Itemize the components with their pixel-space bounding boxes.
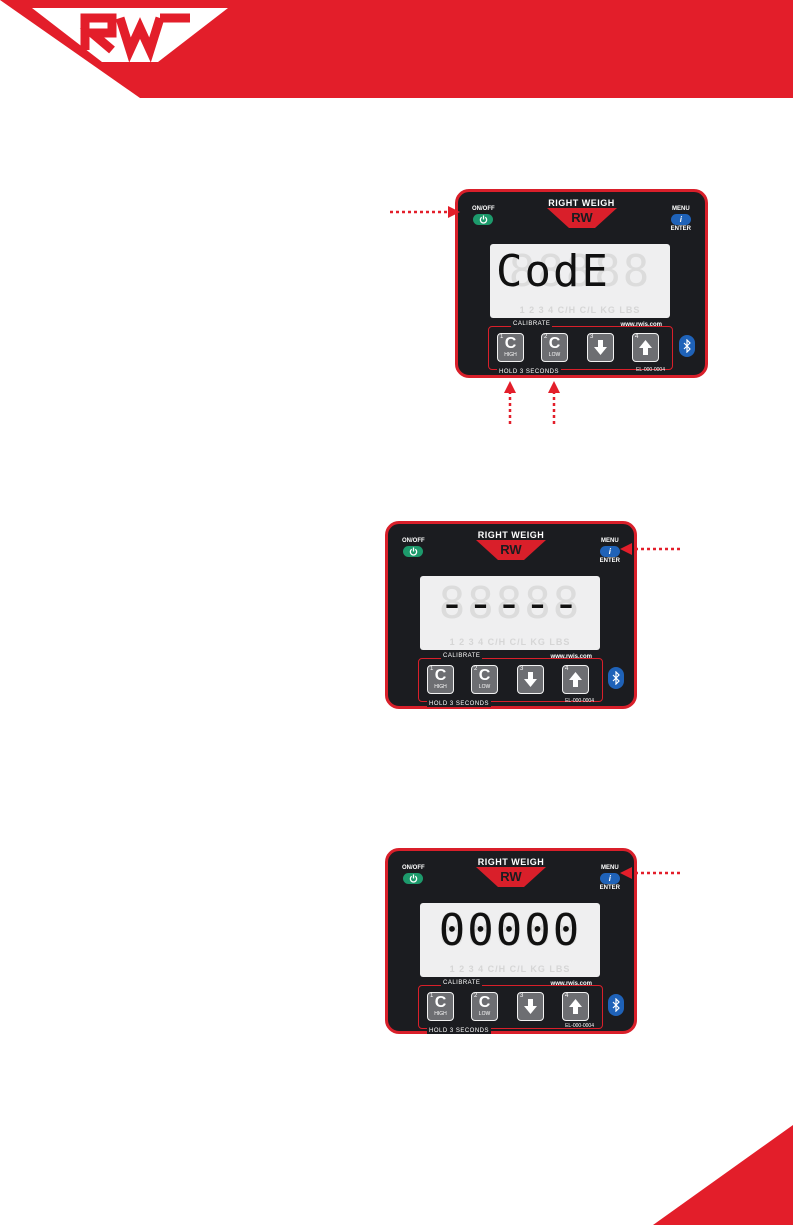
menu-control[interactable]: MENU i ENTER	[671, 206, 691, 233]
power-icon	[479, 215, 488, 224]
up-button[interactable]: 4	[562, 665, 589, 694]
website-text: www.rwis.com	[550, 654, 592, 660]
power-icon	[409, 547, 418, 556]
bluetooth-icon	[608, 667, 624, 689]
down-button[interactable]: 3	[587, 333, 614, 362]
arrow-down-icon	[594, 340, 607, 355]
hold-label: HOLD 3 SECONDS	[427, 1028, 492, 1034]
menu-button[interactable]: i	[599, 546, 620, 557]
corner-accent	[653, 1125, 793, 1225]
calibrate-label: CALIBRATE	[441, 653, 483, 659]
lcd-ghost-digits: 88888	[508, 246, 652, 297]
scale-panel: ON/OFF RIGHT WEIGH RW MENU i ENTER 88888…	[385, 848, 637, 1034]
enter-label: ENTER	[670, 226, 691, 232]
lcd-reading: -----	[438, 578, 582, 629]
svg-text:RW: RW	[500, 542, 522, 557]
lcd-indicators: 1 2 3 4 C/H C/L KG LBS	[449, 964, 571, 974]
down-button[interactable]: 3	[517, 992, 544, 1021]
lcd-display: 88888 CodE 1 2 3 4 C/H C/L KG LBS	[490, 244, 670, 318]
up-button[interactable]: 4	[562, 992, 589, 1021]
brand-logo: RIGHT WEIGH RW	[451, 530, 571, 560]
down-button[interactable]: 3	[517, 665, 544, 694]
onoff-label: ON/OFF	[472, 206, 495, 212]
header-banner	[0, 0, 793, 98]
part-code: EL-000-0004	[565, 698, 594, 704]
bluetooth-icon	[679, 335, 695, 357]
callout-arrow-cal-high	[504, 381, 516, 424]
onoff-control[interactable]: ON/OFF	[402, 538, 425, 558]
lcd-ghost-digits: 88888	[438, 578, 582, 629]
website-text: www.rwis.com	[550, 981, 592, 987]
lcd-indicators: 1 2 3 4 C/H C/L KG LBS	[519, 305, 641, 315]
arrow-up-icon	[569, 672, 582, 687]
callout-arrow-cal-low	[548, 381, 560, 424]
onoff-label: ON/OFF	[402, 538, 425, 544]
lcd-display: 88888 00000 1 2 3 4 C/H C/L KG LBS	[420, 903, 600, 977]
rw-logo-icon: RW	[476, 867, 546, 887]
info-icon: i	[608, 874, 611, 883]
menu-button[interactable]: i	[599, 873, 620, 884]
brand-logo: RIGHT WEIGH RW	[451, 857, 571, 887]
callout-arrow-menu	[620, 543, 680, 555]
power-icon	[409, 874, 418, 883]
menu-label: MENU	[600, 538, 619, 544]
brand-name: RIGHT WEIGH	[477, 857, 545, 867]
scale-panel: ON/OFF RIGHT WEIGH RW MENU i ENTER 88888…	[385, 521, 637, 709]
hold-label: HOLD 3 SECONDS	[427, 701, 492, 707]
menu-control[interactable]: MENU i ENTER	[600, 865, 620, 892]
menu-label: MENU	[671, 206, 690, 212]
menu-control[interactable]: MENU i ENTER	[600, 538, 620, 565]
menu-label: MENU	[600, 865, 619, 871]
svg-text:RW: RW	[500, 869, 522, 884]
power-button[interactable]	[473, 214, 494, 225]
lcd-display: 88888 ----- 1 2 3 4 C/H C/L KG LBS	[420, 576, 600, 650]
onoff-control[interactable]: ON/OFF	[472, 206, 495, 226]
lcd-ghost-digits: 88888	[438, 905, 582, 956]
rw-logo-icon: RW	[546, 208, 617, 228]
scale-panel: ON/OFF RIGHT WEIGH RW MENU i ENTER 88888…	[455, 189, 708, 378]
website-text: www.rwis.com	[620, 322, 662, 328]
up-button[interactable]: 4	[632, 333, 659, 362]
enter-label: ENTER	[599, 885, 620, 891]
brand-name: RIGHT WEIGH	[548, 198, 615, 208]
onoff-label: ON/OFF	[402, 865, 425, 871]
part-code: EL-000-0004	[636, 367, 665, 373]
arrow-down-icon	[524, 672, 537, 687]
menu-button[interactable]: i	[670, 214, 691, 225]
rw-logo-icon: RW	[476, 540, 546, 560]
brand-name: RIGHT WEIGH	[477, 530, 545, 540]
hold-label: HOLD 3 SECONDS	[497, 369, 562, 375]
calibrate-label: CALIBRATE	[511, 321, 553, 327]
bluetooth-icon	[608, 994, 624, 1016]
svg-text:RW: RW	[571, 210, 593, 225]
arrow-up-icon	[639, 340, 652, 355]
callout-arrow-menu	[620, 867, 680, 879]
enter-label: ENTER	[599, 558, 620, 564]
info-icon: i	[608, 547, 611, 556]
lcd-reading: 00000	[438, 905, 582, 956]
brand-logo: RIGHT WEIGH RW	[522, 198, 642, 228]
power-button[interactable]	[403, 873, 424, 884]
power-button[interactable]	[403, 546, 424, 557]
arrow-up-icon	[569, 999, 582, 1014]
info-icon: i	[679, 215, 682, 224]
callout-arrow-onoff	[390, 206, 460, 218]
lcd-indicators: 1 2 3 4 C/H C/L KG LBS	[449, 637, 571, 647]
rw-logo-icon	[79, 13, 190, 63]
part-code: EL-000-0004	[565, 1023, 594, 1029]
onoff-control[interactable]: ON/OFF	[402, 865, 425, 885]
lcd-reading: CodE	[496, 246, 610, 297]
calibrate-label: CALIBRATE	[441, 980, 483, 986]
arrow-down-icon	[524, 999, 537, 1014]
